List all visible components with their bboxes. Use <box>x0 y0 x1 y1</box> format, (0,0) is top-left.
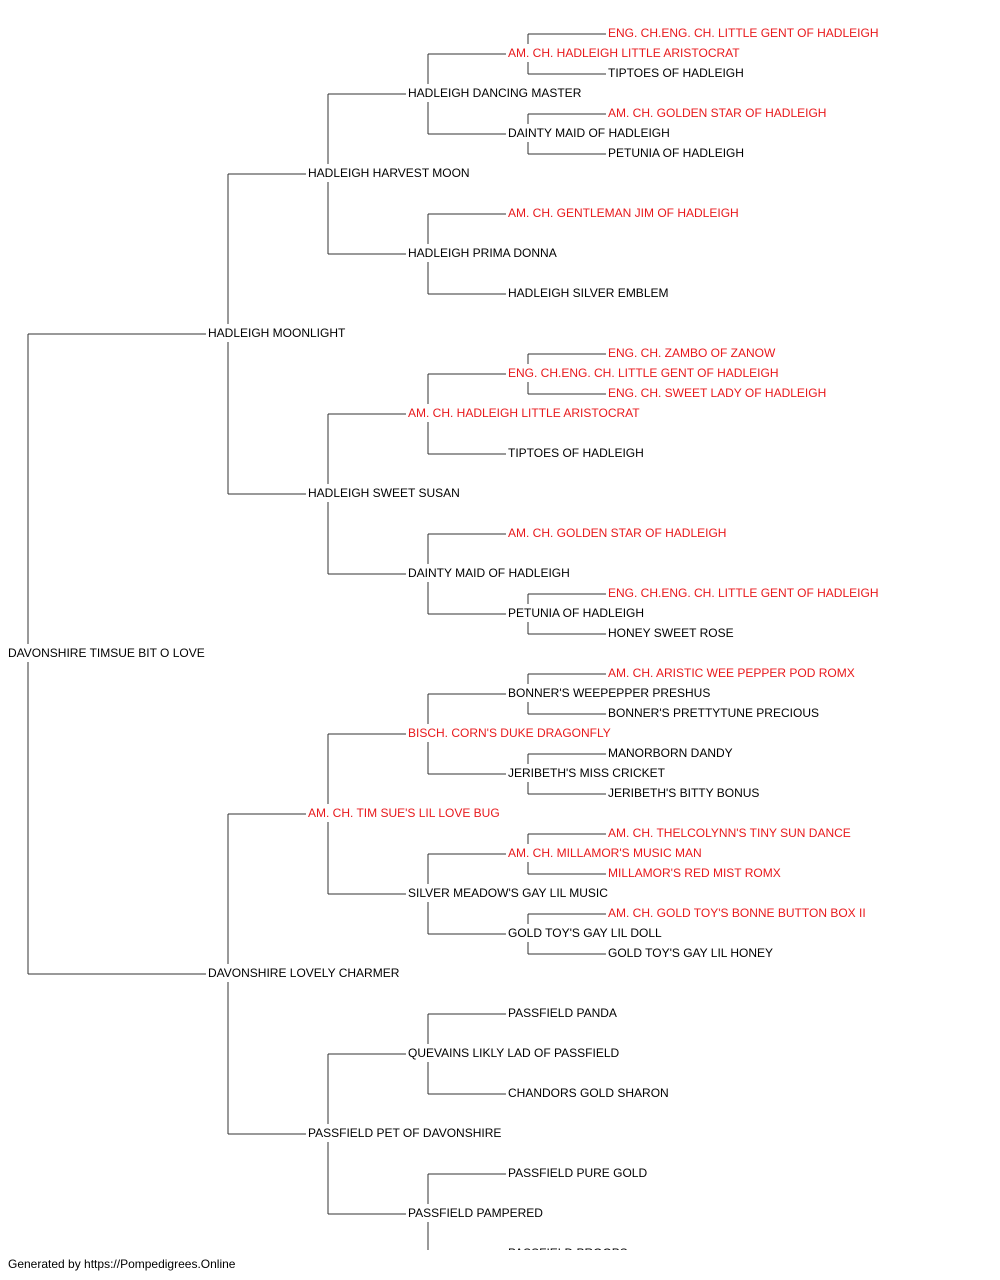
dog-name-gen3: BISCH. CORN'S DUKE DRAGONFLY <box>408 726 611 740</box>
dog-name-gen4: AM. CH. MILLAMOR'S MUSIC MAN <box>508 846 702 860</box>
dog-name-gen3: SILVER MEADOW'S GAY LIL MUSIC <box>408 886 608 900</box>
dog-name-gen4: CHANDORS GOLD SHARON <box>508 1086 669 1100</box>
dog-name-gen5: PETUNIA OF HADLEIGH <box>608 146 744 160</box>
dog-name-gen4: PASSFIELD PURE GOLD <box>508 1166 647 1180</box>
dog-name-gen2: AM. CH. TIM SUE'S LIL LOVE BUG <box>308 806 500 820</box>
dog-name-gen1: HADLEIGH MOONLIGHT <box>208 326 346 340</box>
dog-name-gen3: QUEVAINS LIKLY LAD OF PASSFIELD <box>408 1046 620 1060</box>
dog-name-gen4: PASSFIELD PROOPS <box>508 1246 628 1250</box>
dog-name-gen2: HADLEIGH SWEET SUSAN <box>308 486 460 500</box>
pedigree-tree: DAVONSHIRE TIMSUE BIT O LOVE HADLEIGH MOO… <box>8 26 879 1250</box>
dog-name-gen5: AM. CH. GOLD TOY'S BONNE BUTTON BOX II <box>608 906 866 920</box>
dog-name-gen4: TIPTOES OF HADLEIGH <box>508 446 644 460</box>
dog-name-gen3: HADLEIGH DANCING MASTER <box>408 86 582 100</box>
dog-name-gen5: ENG. CH.ENG. CH. LITTLE GENT OF HADLEIGH <box>608 26 879 40</box>
dog-name-gen5: MILLAMOR'S RED MIST ROMX <box>608 866 781 880</box>
dog-name-gen3: PASSFIELD PAMPERED <box>408 1206 543 1220</box>
dog-name-gen5: ENG. CH.ENG. CH. LITTLE GENT OF HADLEIGH <box>608 586 879 600</box>
dog-name-gen2: PASSFIELD PET OF DAVONSHIRE <box>308 1126 501 1140</box>
dog-name-gen4: HADLEIGH SILVER EMBLEM <box>508 286 669 300</box>
dog-name-gen5: GOLD TOY'S GAY LIL HONEY <box>608 946 773 960</box>
footer-credit: Generated by https://Pompedigrees.Online <box>8 1257 236 1271</box>
dog-name-gen3: DAINTY MAID OF HADLEIGH <box>408 566 570 580</box>
dog-name-gen4: AM. CH. HADLEIGH LITTLE ARISTOCRAT <box>508 46 740 60</box>
dog-name-gen4: AM. CH. GENTLEMAN JIM OF HADLEIGH <box>508 206 739 220</box>
dog-name-gen5: AM. CH. ARISTIC WEE PEPPER POD ROMX <box>608 666 855 680</box>
dog-name-gen4: DAINTY MAID OF HADLEIGH <box>508 126 670 140</box>
dog-name-gen5: HONEY SWEET ROSE <box>608 626 734 640</box>
dog-name-gen4: PASSFIELD PANDA <box>508 1006 617 1020</box>
dog-name-gen5: AM. CH. THELCOLYNN'S TINY SUN DANCE <box>608 826 851 840</box>
dog-name-gen4: BONNER'S WEEPEPPER PRESHUS <box>508 686 710 700</box>
dog-name-gen5: TIPTOES OF HADLEIGH <box>608 66 744 80</box>
dog-name-gen1: DAVONSHIRE LOVELY CHARMER <box>208 966 400 980</box>
dog-name-gen4: ENG. CH.ENG. CH. LITTLE GENT OF HADLEIGH <box>508 366 779 380</box>
dog-name-gen5: JERIBETH'S BITTY BONUS <box>608 786 759 800</box>
dog-name-gen4: GOLD TOY'S GAY LIL DOLL <box>508 926 662 940</box>
dog-name-gen5: BONNER'S PRETTYTUNE PRECIOUS <box>608 706 819 720</box>
dog-name-gen5: AM. CH. GOLDEN STAR OF HADLEIGH <box>608 106 826 120</box>
dog-name-gen3: AM. CH. HADLEIGH LITTLE ARISTOCRAT <box>408 406 640 420</box>
dog-name-gen2: HADLEIGH HARVEST MOON <box>308 166 470 180</box>
dog-name-gen4: JERIBETH'S MISS CRICKET <box>508 766 666 780</box>
dog-name-gen0: DAVONSHIRE TIMSUE BIT O LOVE <box>8 646 205 660</box>
dog-name-gen5: ENG. CH. SWEET LADY OF HADLEIGH <box>608 386 826 400</box>
dog-name-gen4: AM. CH. GOLDEN STAR OF HADLEIGH <box>508 526 726 540</box>
dog-name-gen5: MANORBORN DANDY <box>608 746 733 760</box>
dog-name-gen4: PETUNIA OF HADLEIGH <box>508 606 644 620</box>
dog-name-gen3: HADLEIGH PRIMA DONNA <box>408 246 557 260</box>
dog-name-gen5: ENG. CH. ZAMBO OF ZANOW <box>608 346 776 360</box>
